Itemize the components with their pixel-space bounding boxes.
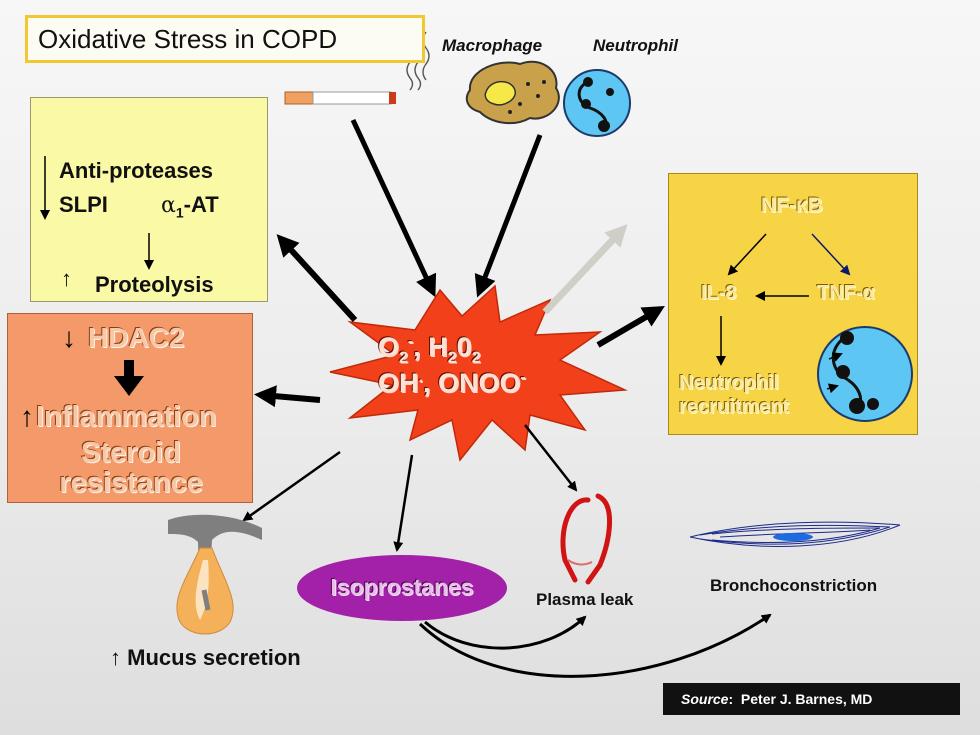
- il8-label: IL-8: [701, 282, 737, 304]
- arrow-to-nfkb-grey: [542, 224, 628, 315]
- arrow-to-isoprostanes: [393, 454, 414, 552]
- arrow-to-plasma-leak: [524, 424, 578, 492]
- tnf-alpha-label: TNF-α: [817, 282, 875, 304]
- inflammation-label: Inflammation: [36, 401, 217, 433]
- up-arrow-proteolysis: ↑: [61, 266, 72, 291]
- mucus-gland-icon: [168, 514, 262, 635]
- neutrophil-icon: [563, 69, 631, 137]
- cigarette-icon: [284, 91, 396, 105]
- nfkb-pathway-arrows: [716, 233, 913, 422]
- resistance-label: resistance: [59, 467, 203, 499]
- arrow-to-nfkb-box: [596, 305, 665, 348]
- macrophage-label: Macrophage: [442, 36, 543, 55]
- antiprotease-arrows: [40, 156, 154, 270]
- arrow-to-hdac2: [254, 385, 321, 408]
- neutrophil-large-icon: [817, 326, 913, 422]
- muscle-nucleus-icon: [773, 533, 813, 541]
- antiproteases-label: Anti-proteases: [59, 158, 214, 183]
- source-credit: Source: Peter J. Barnes, MD: [663, 683, 960, 715]
- oxidants-line-1: O2-, H202: [378, 332, 481, 367]
- oxidant-burst: [329, 284, 628, 462]
- arrow-to-mucus: [242, 450, 341, 522]
- hdac-down-arrow-icon: [114, 360, 144, 396]
- oxidants-line-2: OH., ONOO-: [378, 368, 526, 398]
- nfkb-label: NF-κB: [761, 194, 823, 217]
- slpi-label: SLPI: [59, 192, 108, 217]
- antiprotease-box: Anti-proteases SLPI α1-AT ↑ Proteolysis: [30, 97, 268, 302]
- nfkb-box: NF-κB IL-8 TNF-α Neutrophil recruitment: [668, 173, 918, 435]
- mucus-secretion-label: ↑ Mucus secretion: [110, 645, 301, 670]
- plasma-leak-label: Plasma leak: [536, 590, 634, 609]
- isoprostanes-ellipse: Isoprostanes: [297, 555, 507, 621]
- alpha1-at-label: α1-AT: [161, 192, 219, 221]
- up-arrow-inflammation: ↑: [20, 401, 34, 432]
- smooth-muscle-icon: [689, 521, 901, 547]
- neutrophil-recruitment-label-2: recruitment: [679, 396, 790, 418]
- down-arrow-hdac2: ↓: [62, 322, 76, 353]
- arrow-iso-to-plasma: [424, 615, 587, 650]
- hdac2-label: HDAC2: [88, 322, 185, 353]
- arrow-to-antiproteases: [276, 234, 358, 323]
- page-title: Oxidative Stress in COPD: [38, 24, 338, 54]
- hdac2-box: ↓ HDAC2 ↑ Inflammation Steroid resistanc…: [7, 313, 253, 503]
- arrow-iso-to-broncho: [418, 613, 772, 678]
- isoprostanes-label: Isoprostanes: [330, 574, 474, 600]
- macrophage-icon: [465, 60, 560, 125]
- arrow-cells-to-oxidants: [474, 134, 543, 298]
- bronchoconstriction-label: Bronchoconstriction: [710, 576, 878, 595]
- title-box: Oxidative Stress in COPD: [25, 15, 425, 63]
- arrow-smoke-to-oxidants: [350, 118, 437, 298]
- neutrophil-recruitment-label-1: Neutrophil: [679, 372, 779, 394]
- plasma-leak-icon: [560, 493, 612, 585]
- neutrophil-label: Neutrophil: [593, 36, 678, 55]
- steroid-label: Steroid: [81, 437, 181, 469]
- proteolysis-label: Proteolysis: [95, 272, 214, 297]
